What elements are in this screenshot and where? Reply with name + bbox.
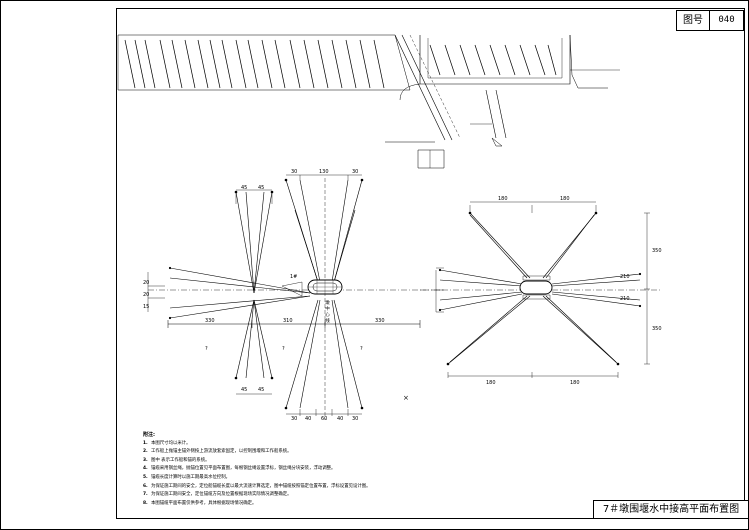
drawing-number-label: 图号 — [677, 11, 710, 30]
dim-um-top-3: 30 — [352, 169, 358, 175]
dim-l-side-3: 15 — [143, 304, 149, 310]
anchor-small-2: ? — [282, 346, 285, 352]
baseline-dimension — [167, 320, 421, 328]
dim-um-top-2: 130 — [319, 169, 329, 175]
site-plan — [117, 34, 620, 169]
note-item: 4.锚缆采用钢丝绳，抛锚位置见平面布置图，每根钢丝绳设置浮标，钢丝绳分块安装，浮… — [143, 466, 336, 472]
dim-um-top-1: 30 — [291, 169, 297, 175]
right-anchor-lines — [420, 201, 660, 378]
drawing-number-box: 图号 040 — [676, 10, 744, 31]
dim-um-bot-4: 40 — [337, 416, 343, 422]
x-mark: × — [403, 394, 409, 402]
left-anchor-lines — [147, 189, 311, 395]
dim-ul-top-1: 45 — [241, 185, 247, 191]
center-pier — [281, 279, 343, 297]
anchor-small-3: ? — [360, 346, 363, 352]
pier-centerline-label: 墩 中 心 线 — [325, 299, 330, 323]
note-item: 2.工作船上抛锚主锚外侧按上游流放套索固定，以控制围堰和工作船系统。 — [143, 449, 292, 455]
dim-ul-top-2: 45 — [258, 185, 264, 191]
right-pier — [519, 275, 553, 300]
dim-l-side-1: 20 — [143, 280, 149, 286]
anchor-small-1: ? — [205, 346, 208, 352]
dim-r-side-1: 350 — [652, 248, 662, 254]
dim-r-top-2: 180 — [560, 196, 570, 202]
dim-um-bot-5: 30 — [352, 416, 358, 422]
notes-heading: 附注: — [143, 432, 155, 438]
dim-um-bot-2: 40 — [305, 416, 311, 422]
dim-r-bot-2: 180 — [570, 380, 580, 386]
drawing-number-value: 040 — [718, 15, 735, 25]
note-item: 3.图中 表示工作船和锚的系统。 — [143, 457, 210, 463]
note-item: 7.为保证施工期间安全，定位锚缆方向及位置根据现场实际情况调整确定。 — [143, 492, 292, 498]
inner-frame — [116, 8, 745, 519]
notes-block: 附注: 1.本图尺寸均以米计。 2.工作船上抛锚主锚外侧按上游流放套索固定，以控… — [143, 431, 443, 508]
note-item: 5.锚缆长度计算时以施工期最高水位控制。 — [143, 474, 231, 480]
note-item: 6.为保证施工期间的安全，定位船锚缆长度以最大流速计算选定，图中锚缆按照锚定位置… — [143, 483, 371, 489]
dim-l-side-2: 20 — [143, 292, 149, 298]
anchor-markers — [168, 178, 642, 410]
drawing-title: 7＃墩围堰水中接高平面布置图 — [593, 500, 749, 519]
middle-anchor-lines — [148, 174, 445, 420]
note-item: 8.本图锚缆平面布置仅供参考，具体根据现场情况确定。 — [143, 500, 257, 506]
dim-r-label-2: 210 — [620, 296, 630, 302]
dim-um-bot-1: 30 — [291, 416, 297, 422]
note-item: 1.本图尺寸均以米计。 — [143, 440, 191, 446]
dim-r-side-2: 350 — [652, 326, 662, 332]
dim-r-label-1: 210 — [620, 274, 630, 280]
dim-base-3: 330 — [375, 318, 385, 324]
dim-r-top-1: 180 — [498, 196, 508, 202]
dim-base-2: 310 — [283, 318, 293, 324]
pier-tag: 1# — [290, 274, 297, 280]
dim-r-bot-1: 180 — [486, 380, 496, 386]
dim-um-bot-3: 60 — [321, 416, 327, 422]
dim-ul-bot-1: 45 — [241, 387, 247, 393]
dim-ul-bot-2: 45 — [258, 387, 264, 393]
dim-base-1: 330 — [205, 318, 215, 324]
